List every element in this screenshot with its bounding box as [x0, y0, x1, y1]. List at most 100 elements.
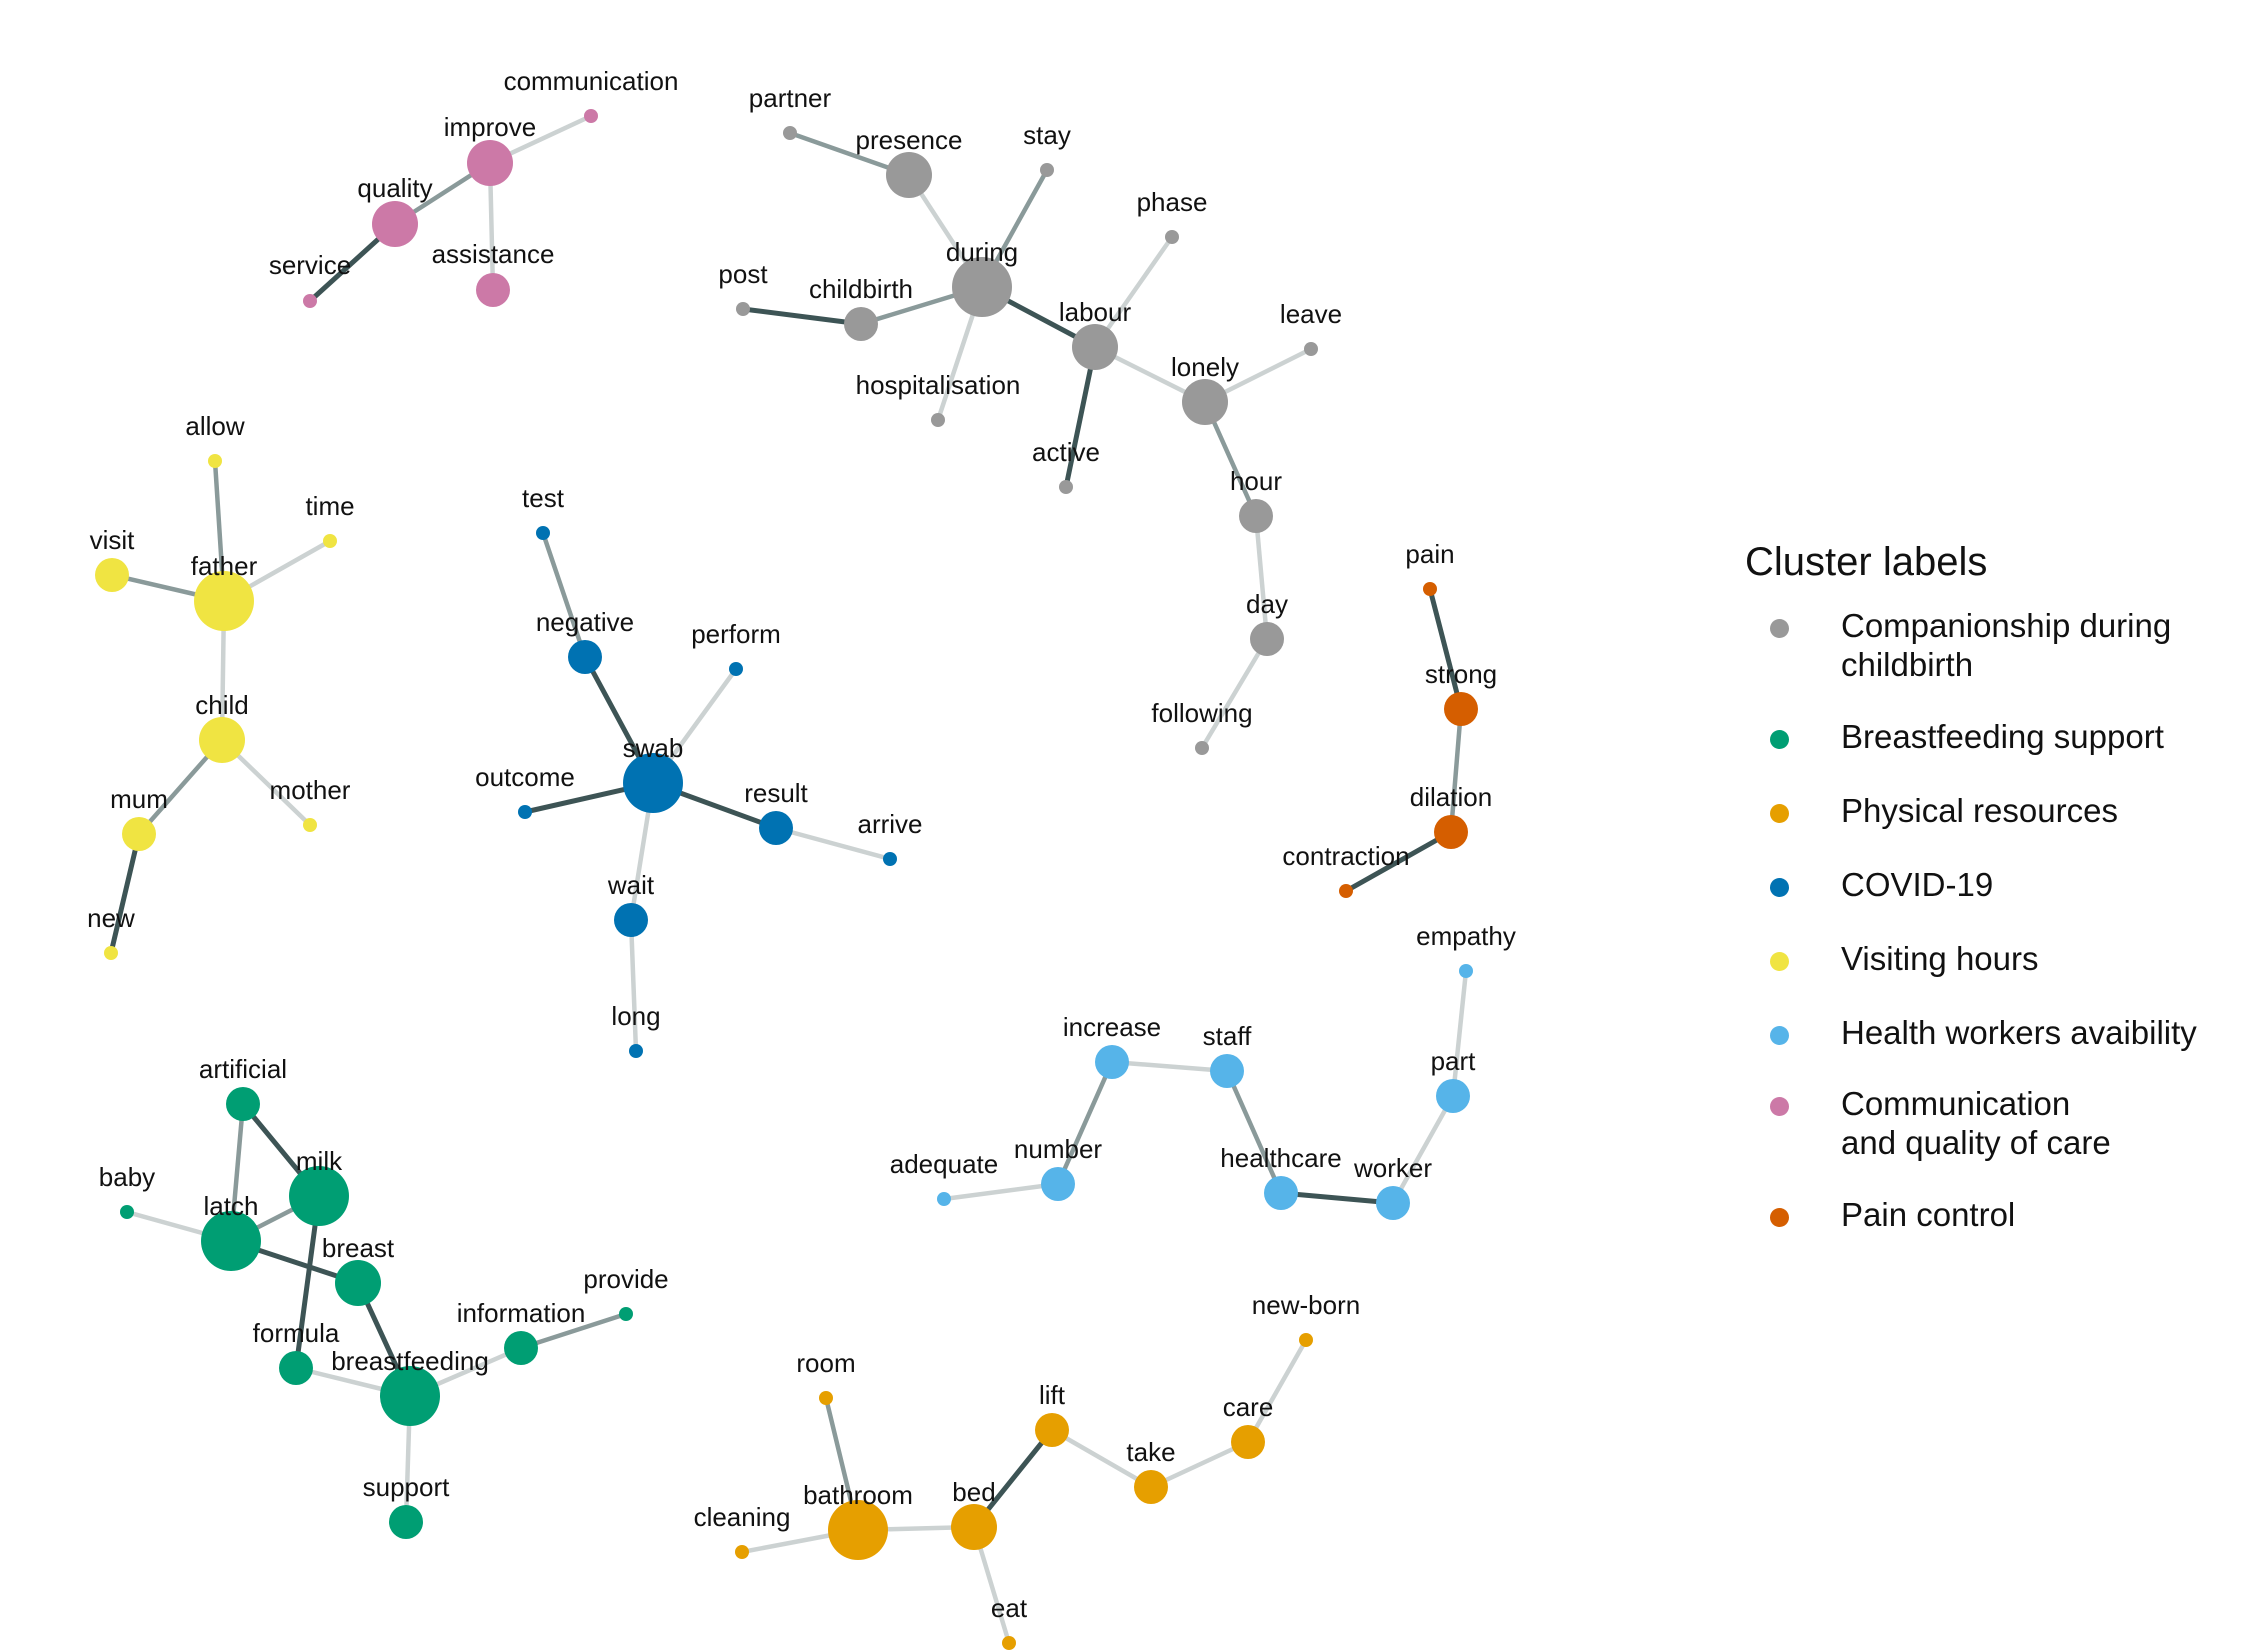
- node-label-allow: allow: [185, 411, 244, 441]
- node-mum: [122, 817, 156, 851]
- nodes-layer: [95, 109, 1478, 1650]
- edge-part-worker: [1390, 1093, 1456, 1206]
- node-leave: [1304, 342, 1318, 356]
- edge-take-care: [1148, 1439, 1251, 1490]
- node-label-swab: swab: [623, 733, 684, 763]
- node-label-pain: pain: [1405, 539, 1454, 569]
- node-child: [199, 717, 245, 763]
- legend-label-communication: Communication and quality of care: [1841, 1085, 2111, 1161]
- node-allow: [208, 454, 222, 468]
- node-new-born: [1299, 1333, 1313, 1347]
- edge-information-provide: [518, 1311, 629, 1351]
- legend-dot-physical: [1770, 804, 1789, 823]
- node-label-latch: latch: [204, 1191, 259, 1221]
- node-label-adequate: adequate: [890, 1149, 998, 1179]
- node-label-outcome: outcome: [475, 762, 575, 792]
- node-label-formula: formula: [253, 1318, 340, 1348]
- node-bathroom: [828, 1500, 888, 1560]
- edge-strong-dilation: [1448, 706, 1464, 835]
- node-label-hospitalisation: hospitalisation: [856, 370, 1021, 400]
- node-active: [1059, 480, 1073, 494]
- node-formula: [279, 1351, 313, 1385]
- node-lonely: [1182, 379, 1228, 425]
- node-label-lift: lift: [1039, 1380, 1066, 1410]
- node-label-support: support: [363, 1472, 450, 1502]
- node-label-number: number: [1014, 1134, 1102, 1164]
- node-contraction: [1339, 884, 1353, 898]
- legend-label-pain: Pain control: [1841, 1196, 2016, 1233]
- node-label-room: room: [796, 1348, 855, 1378]
- node-empathy: [1459, 964, 1473, 978]
- node-day: [1250, 622, 1284, 656]
- node-long: [629, 1044, 643, 1058]
- node-label-care: care: [1223, 1392, 1274, 1422]
- node-adequate: [937, 1192, 951, 1206]
- node-mother: [303, 818, 317, 832]
- edge-lift-take: [1049, 1427, 1154, 1490]
- node-label-information: information: [457, 1298, 586, 1328]
- legend-dot-pain: [1770, 1208, 1789, 1227]
- legend-title: Cluster labels: [1745, 540, 1988, 584]
- node-care: [1231, 1425, 1265, 1459]
- node-outcome: [518, 805, 532, 819]
- legend-label-breastfeeding: Breastfeeding support: [1841, 718, 2164, 755]
- node-label-contraction: contraction: [1282, 841, 1409, 871]
- edge-pain-strong: [1427, 586, 1464, 712]
- node-label-lonely: lonely: [1171, 352, 1239, 382]
- node-number: [1041, 1167, 1075, 1201]
- node-label-breastfeeding: breastfeeding: [331, 1346, 489, 1376]
- node-eat: [1002, 1636, 1016, 1650]
- cluster-legend: Cluster labels Companionship during chil…: [1745, 538, 2250, 1234]
- legend-dot-communication: [1770, 1097, 1789, 1116]
- edge-worker-healthcare: [1278, 1190, 1396, 1206]
- node-label-labour: labour: [1059, 297, 1132, 327]
- node-presence: [886, 152, 932, 198]
- legend-dot-covid: [1770, 878, 1789, 897]
- node-hospitalisation: [931, 413, 945, 427]
- node-lift: [1035, 1413, 1069, 1447]
- legend-item-communication: Communication and quality of care: [1745, 1084, 2250, 1162]
- node-label-take: take: [1126, 1437, 1175, 1467]
- node-label-during: during: [946, 237, 1018, 267]
- node-assistance: [476, 273, 510, 307]
- node-label-following: following: [1151, 698, 1252, 728]
- node-worker: [1376, 1186, 1410, 1220]
- edge-labour-active: [1063, 344, 1098, 490]
- node-phase: [1165, 230, 1179, 244]
- node-childbirth: [844, 307, 878, 341]
- node-label-day: day: [1246, 589, 1288, 619]
- node-support: [389, 1505, 423, 1539]
- legend-item-visiting: Visiting hours: [1745, 939, 2250, 978]
- node-label-visit: visit: [90, 525, 136, 555]
- edge-day-following: [1199, 636, 1270, 751]
- node-increase: [1095, 1045, 1129, 1079]
- node-label-improve: improve: [444, 112, 536, 142]
- node-hour: [1239, 499, 1273, 533]
- node-label-partner: partner: [749, 83, 832, 113]
- legend-item-health_workers: Health workers avaibility: [1745, 1013, 2250, 1052]
- node-label-staff: staff: [1203, 1021, 1252, 1051]
- node-communication: [584, 109, 598, 123]
- node-stay: [1040, 163, 1054, 177]
- node-part: [1436, 1079, 1470, 1113]
- legend-label-covid: COVID-19: [1841, 866, 1994, 903]
- node-father: [194, 571, 254, 631]
- legend-item-companionship: Companionship during childbirth: [1745, 606, 2250, 684]
- node-label-quality: quality: [357, 173, 432, 203]
- edge-staff-increase: [1109, 1059, 1230, 1074]
- node-provide: [619, 1307, 633, 1321]
- legend-item-breastfeeding: Breastfeeding support: [1745, 717, 2250, 756]
- node-label-new: new: [87, 903, 135, 933]
- node-label-dilation: dilation: [1410, 782, 1492, 812]
- legend-item-covid: COVID-19: [1745, 865, 2250, 904]
- legend-dot-companionship: [1770, 619, 1789, 638]
- legend-dot-visiting: [1770, 952, 1789, 971]
- node-label-healthcare: healthcare: [1220, 1143, 1341, 1173]
- edge-test-negative: [540, 530, 588, 660]
- node-label-worker: worker: [1353, 1153, 1432, 1183]
- legend-label-health_workers: Health workers avaibility: [1841, 1014, 2197, 1051]
- node-labour: [1072, 324, 1118, 370]
- node-label-cleaning: cleaning: [694, 1502, 791, 1532]
- node-label-milk: milk: [296, 1146, 343, 1176]
